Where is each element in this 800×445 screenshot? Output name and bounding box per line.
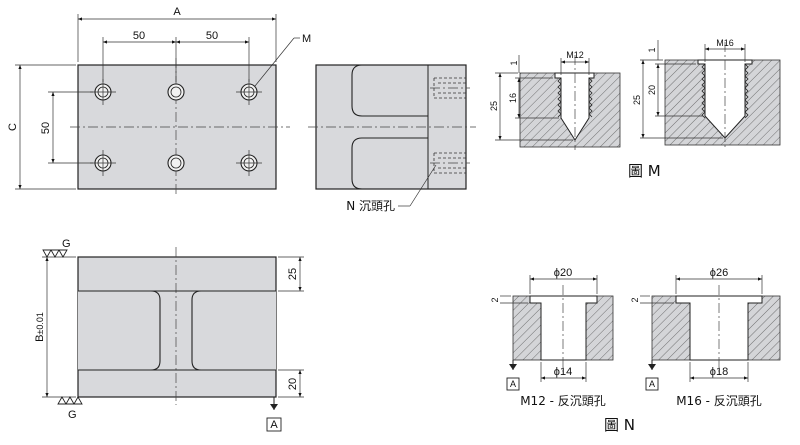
- hole: [167, 154, 185, 172]
- front-view: B±0.01 G G 25 20 A: [34, 238, 304, 432]
- n-m16-bot-dia: ϕ18: [710, 366, 728, 378]
- figure-M-m12: M12 1 16 25: [489, 50, 621, 150]
- dim-A: A: [173, 6, 181, 18]
- m12-size: M12: [566, 50, 584, 60]
- datum-G-bottom: G: [57, 396, 83, 421]
- dim-pitch-y: 50: [40, 122, 52, 134]
- dim-C: C: [7, 123, 19, 131]
- hole: [167, 83, 185, 101]
- n-m12-top-dia: ϕ20: [554, 267, 572, 279]
- hidden-counterbores: [430, 77, 470, 174]
- m12-depth-16: 16: [508, 93, 518, 103]
- m12-depth-1: 1: [509, 60, 519, 65]
- m16-depth-1: 1: [647, 47, 657, 52]
- figure-M: M12 1 16 25 M16: [489, 38, 781, 180]
- datum-G-top: G: [42, 238, 71, 258]
- figure-M-title: 圖 M: [628, 162, 661, 180]
- n-m16-top-dia: ϕ26: [710, 267, 728, 279]
- m16-depth-20: 20: [647, 85, 657, 95]
- n-m12-bot-dia: ϕ14: [554, 366, 572, 378]
- label-M: M: [302, 33, 311, 45]
- n-m16-datum: A: [649, 379, 655, 389]
- m12-depth-25: 25: [489, 101, 499, 111]
- side-view: N 沉頭孔: [308, 64, 476, 213]
- n-m12-caption: M12 - 反沉頭孔: [520, 394, 606, 408]
- figure-M-m16: M16 1 20 25: [632, 38, 781, 148]
- n-m16-depth: 2: [630, 297, 640, 302]
- label-G-bottom: G: [68, 409, 77, 421]
- dim-pitch-x-1: 50: [133, 30, 145, 42]
- dim-top-25: 25: [287, 268, 299, 280]
- hole-pattern: [90, 79, 262, 176]
- top-view: A 50 50 C 50 M: [7, 6, 311, 196]
- figure-N-title: 圖 N: [604, 416, 635, 434]
- figure-N-m12: ϕ20 ϕ14 2 A M12 - 反沉頭孔: [490, 267, 614, 408]
- dim-B: B±0.01: [34, 312, 46, 342]
- label-N-counterbore: N 沉頭孔: [346, 199, 395, 213]
- n-m16-caption: M16 - 反沉頭孔: [676, 394, 762, 408]
- n-m12-datum: A: [510, 379, 516, 389]
- figure-N: ϕ20 ϕ14 2 A M12 - 反沉頭孔 ϕ26 ϕ1: [490, 267, 781, 434]
- m16-depth-25: 25: [632, 95, 642, 105]
- label-datum-A: A: [270, 419, 278, 431]
- m16-size: M16: [716, 38, 734, 48]
- n-m12-depth: 2: [490, 297, 500, 302]
- dim-bot-20: 20: [287, 378, 299, 390]
- dim-pitch-x-2: 50: [206, 30, 218, 42]
- figure-N-m16: ϕ26 ϕ18 2 A M16 - 反沉頭孔: [630, 267, 781, 408]
- label-G-top: G: [62, 238, 71, 250]
